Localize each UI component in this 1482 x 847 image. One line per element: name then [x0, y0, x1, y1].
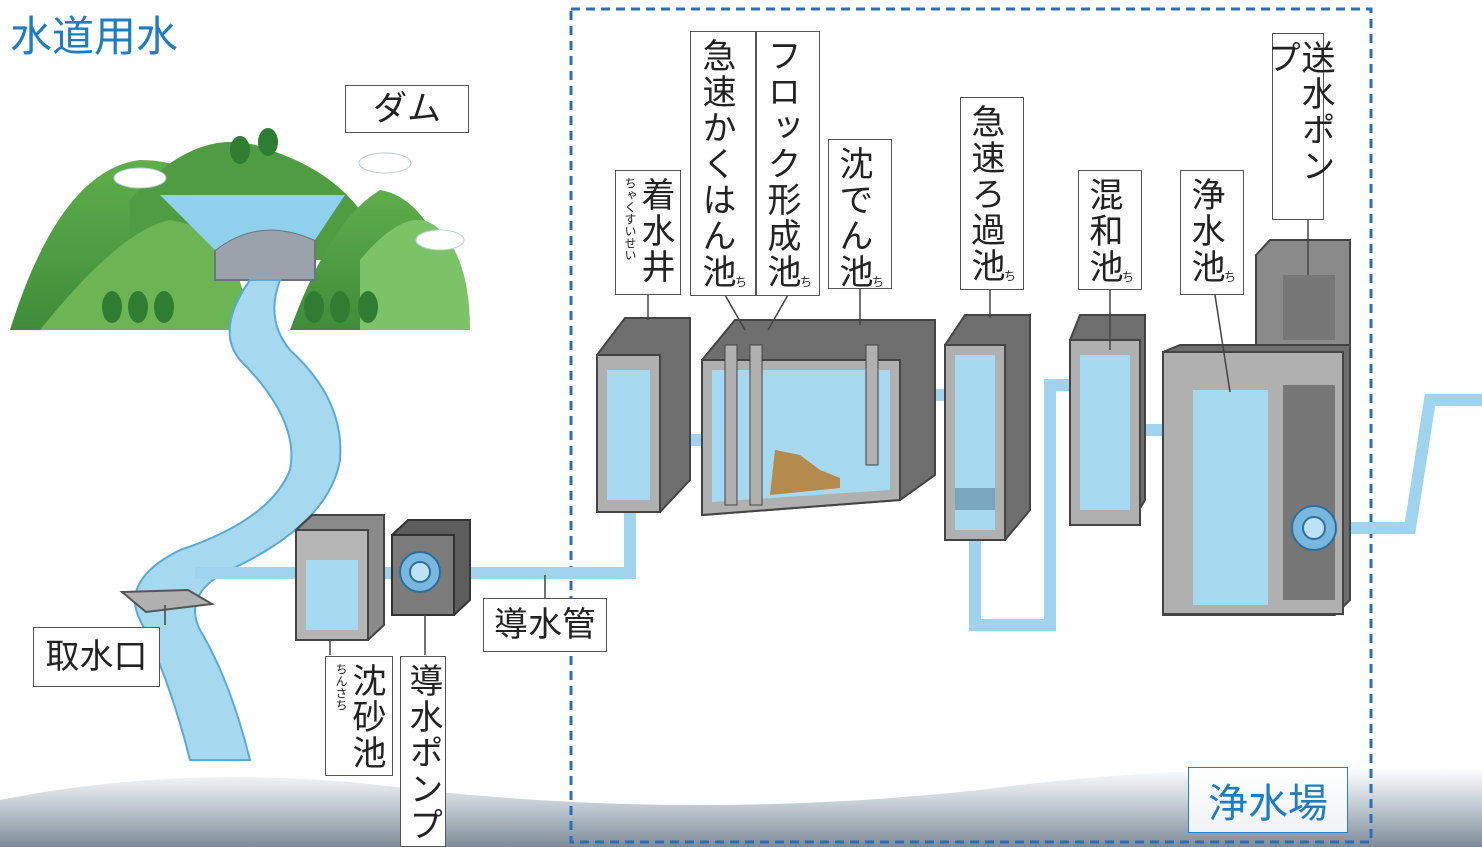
label-sedimentation-basin: 沈でん池 ち	[828, 139, 892, 290]
intake-pump	[391, 519, 471, 616]
plant-boundary	[569, 7, 1373, 844]
label-grit-chamber: 沈砂池 ちんさち	[325, 656, 393, 776]
label-conduit-pipe: 導水管	[483, 598, 607, 652]
intake-structure	[119, 588, 216, 614]
leader-lines	[164, 220, 1309, 655]
label-intake-pump: 導水ポンプ	[400, 656, 446, 847]
label-rapid-filter: 急速ろ過池 ち	[960, 97, 1024, 290]
grit-chamber	[295, 514, 385, 641]
clear-water-reservoir	[1162, 239, 1351, 616]
label-intake: 取水口	[33, 627, 160, 687]
sedimentation-complex	[701, 319, 936, 517]
mountains	[10, 128, 470, 330]
label-clear-water-reservoir: 浄水池 ち	[1180, 170, 1244, 295]
river	[134, 279, 342, 761]
diagram-title: 水道用水	[10, 12, 179, 61]
label-rapid-mixing-basin: 急速かくはん池 ち	[690, 31, 756, 296]
label-dam: ダム	[345, 85, 469, 133]
receiving-well	[596, 317, 691, 513]
mixing-basin	[1069, 314, 1146, 526]
label-flocculation-basin: フロック形成池 ち	[756, 31, 820, 296]
plant-area-label: 浄水場	[1188, 767, 1348, 833]
label-mixing-basin: 混和池 ち	[1078, 170, 1142, 290]
label-distribution-pump: 送水ポンプ	[1261, 33, 1335, 220]
label-receiving-well: 着水井 ちゃくすいせい	[615, 170, 681, 295]
rapid-filter	[944, 314, 1031, 541]
ground-backdrop	[0, 767, 1482, 847]
